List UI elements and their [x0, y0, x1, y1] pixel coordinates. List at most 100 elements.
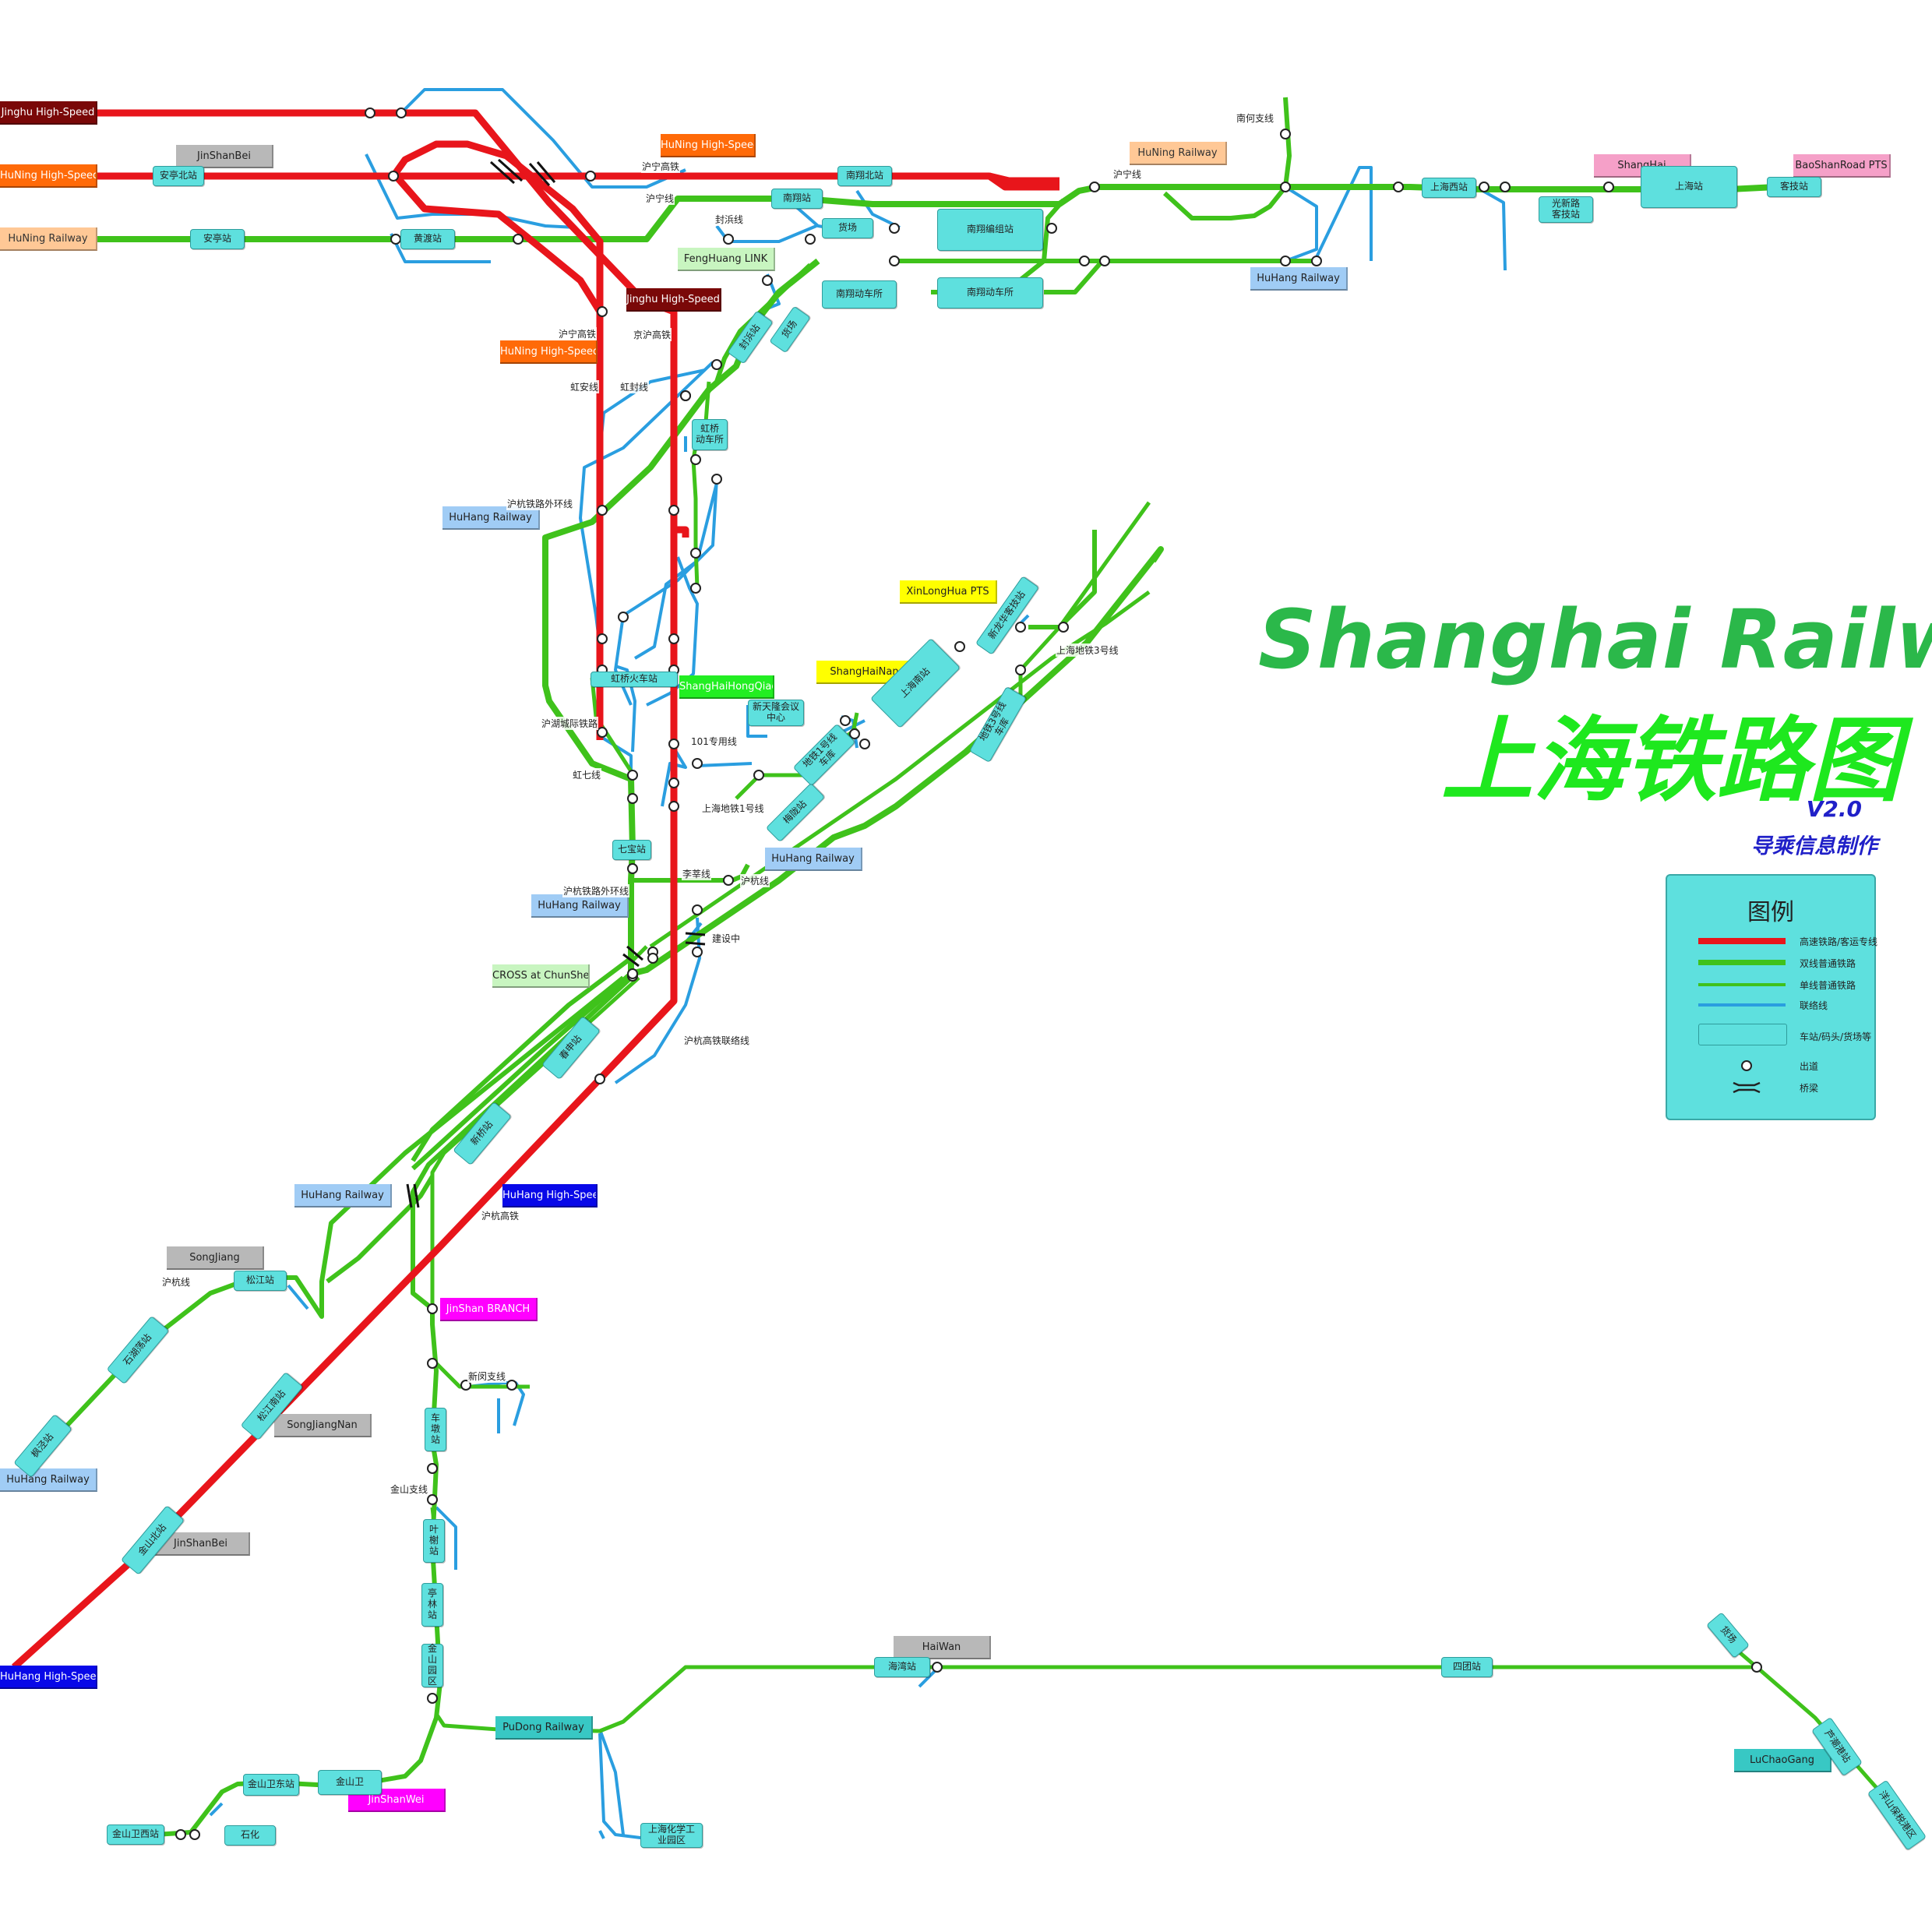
- junction-dot: [668, 739, 679, 749]
- legend-label: 出道: [1800, 1061, 1819, 1072]
- link-line: [598, 1733, 647, 1840]
- station-qibao[interactable]: 七宝站: [612, 840, 651, 860]
- direction-tag-fenghuang: FengHuang LINK: [678, 248, 775, 271]
- station-shihua[interactable]: 石化: [224, 1825, 276, 1846]
- junction-dot: [1015, 665, 1026, 675]
- station-sidun[interactable]: 四团站: [1441, 1657, 1493, 1677]
- station-chedun[interactable]: 车 墩 站: [425, 1408, 446, 1451]
- junction-dot: [1280, 256, 1291, 266]
- direction-tag-shanghaihongqiao: ShangHaiHongQiao: [679, 675, 774, 699]
- junction-dot: [1393, 182, 1404, 192]
- junction-dot: [1079, 256, 1090, 266]
- station-label: 南翔编组站: [966, 224, 1014, 235]
- line-label-metro3: 上海地铁3号线: [1056, 643, 1119, 657]
- line-label-huhangxian-2: 沪杭线: [161, 1275, 192, 1289]
- station-label: 虹桥火车站: [610, 673, 658, 685]
- station-label: 金山卫西站: [111, 1828, 159, 1840]
- station-nanxiangbei[interactable]: 南翔北站: [837, 166, 892, 186]
- station-huagong[interactable]: 上海化学工 业园区: [640, 1823, 703, 1848]
- station-jinshanyuanqu[interactable]: 金 山 园 区: [421, 1643, 443, 1687]
- station-label: 亭 林 站: [427, 1588, 437, 1620]
- direction-tag-songjiangnan: SongJiangNan: [274, 1414, 372, 1437]
- direction-tag-huhang-rw-6: HuHang Railway: [0, 1468, 97, 1492]
- line-label-huhanggaotie: 沪杭高铁: [481, 1209, 520, 1222]
- metro3-line-2: [1018, 501, 1151, 701]
- station-shanghai[interactable]: 上海站: [1641, 166, 1737, 208]
- station-huochang-1[interactable]: 货场: [822, 218, 873, 238]
- station-tinglin[interactable]: 亭 林 站: [421, 1583, 443, 1627]
- direction-tag-haiwan: HaiWan: [894, 1636, 991, 1659]
- huhang-left: [411, 956, 633, 1162]
- station-shanghaixi[interactable]: 上海西站: [1422, 178, 1476, 198]
- junction-dot: [427, 1303, 438, 1314]
- station-label: 南翔动车所: [835, 288, 883, 300]
- station-songjiang[interactable]: 松江站: [234, 1271, 287, 1291]
- station-nanxiang-yard[interactable]: 南翔编组站: [937, 209, 1043, 251]
- station-label: 七宝站: [617, 844, 646, 855]
- legend-row-station: 车站/码头/货场等: [1667, 1024, 1874, 1047]
- direction-tag-huhang-rw-2: HuHang Railway: [1250, 267, 1348, 291]
- junction-dot: [627, 968, 638, 979]
- station-nanxiang-emu-2[interactable]: 南翔动车所: [937, 277, 1043, 308]
- huhang-main: [628, 546, 1164, 977]
- link-line: [1284, 185, 1318, 263]
- station-nanxiang-emu-1[interactable]: 南翔动车所: [822, 280, 897, 308]
- line-label-honganxian: 虹安线: [569, 380, 600, 393]
- link-line: [209, 1802, 224, 1817]
- legend-label: 联络线: [1800, 1000, 1828, 1011]
- huning-railway: [97, 184, 1777, 242]
- station-yexie[interactable]: 叶 榭 站: [423, 1519, 445, 1563]
- station-jinshanwei[interactable]: 金山卫: [318, 1770, 382, 1795]
- station-hongqiao[interactable]: 虹桥火车站: [591, 672, 678, 687]
- station-jinshanweixi[interactable]: 金山卫西站: [107, 1824, 164, 1845]
- huhang-left-2: [411, 968, 636, 1171]
- station-label: 金 山 园 区: [427, 1643, 437, 1687]
- station-antingbei[interactable]: 安亭北站: [153, 166, 204, 186]
- huning-hs-loop-2: [394, 175, 603, 314]
- map-title-cn: 上海铁路图: [1440, 707, 1901, 814]
- station-huangdu[interactable]: 黄渡站: [400, 229, 455, 249]
- line-label-xinminzhixian: 新闵支线: [467, 1370, 507, 1383]
- legend-label: 高速铁路/客运专线: [1800, 936, 1878, 947]
- station-label: 四团站: [1452, 1661, 1481, 1673]
- station-haiwan[interactable]: 海湾站: [874, 1657, 930, 1677]
- station-label: 安亭站: [203, 233, 231, 245]
- junction-dot: [618, 612, 629, 622]
- station-jinshanweidong[interactable]: 金山卫东站: [243, 1774, 299, 1796]
- junction-dot: [506, 1380, 517, 1391]
- station-hongqiao-emu[interactable]: 虹桥 动车所: [692, 419, 728, 450]
- line-label-huhangxian: 沪杭线: [740, 874, 770, 887]
- line-label-jianshezhong: 建设中: [711, 932, 742, 945]
- link-line: [435, 1506, 457, 1570]
- junction-dot: [889, 256, 900, 266]
- link-line: [1479, 188, 1507, 271]
- legend-swatch-double-track: [1698, 960, 1786, 965]
- junction-dot: [711, 359, 722, 370]
- junction-dot: [692, 947, 703, 957]
- line-label-hongqixian: 虹七线: [572, 768, 602, 781]
- station-nanxiang[interactable]: 南翔站: [771, 189, 823, 209]
- junction-dot: [849, 728, 860, 739]
- map-title-en: Shanghai Railway: [1258, 592, 1932, 687]
- direction-tag-jinshan-branch: JinShan BRANCH: [440, 1298, 538, 1321]
- station-label: 南翔动车所: [966, 287, 1014, 298]
- station-label: 上海化学工 业园区: [647, 1824, 695, 1846]
- huning-hs-east: [988, 172, 1059, 185]
- junction-dot: [690, 548, 701, 559]
- junction-dot: [427, 1358, 438, 1369]
- junction-dot: [753, 770, 764, 781]
- station-anting[interactable]: 安亭站: [190, 229, 245, 249]
- junction-dot: [1751, 1662, 1762, 1673]
- junction-dot: [692, 758, 703, 769]
- junction-dot: [365, 108, 375, 118]
- line-label-huhucity: 沪湖城际铁路: [541, 717, 599, 730]
- station-label: 金山卫东站: [247, 1779, 294, 1790]
- legend-title: 图例: [1747, 899, 1794, 926]
- direction-tag-huhang-rw-1: HuHang Railway: [442, 506, 540, 530]
- station-xintiandi[interactable]: 新天隆会议 中心: [748, 700, 804, 726]
- station-keji[interactable]: 客技站: [1767, 177, 1821, 197]
- junction-dot: [427, 1494, 438, 1505]
- junction-dot: [1046, 223, 1057, 234]
- station-label: 松江站: [245, 1274, 274, 1286]
- station-guangxinlu[interactable]: 光新路 客技站: [1539, 196, 1593, 223]
